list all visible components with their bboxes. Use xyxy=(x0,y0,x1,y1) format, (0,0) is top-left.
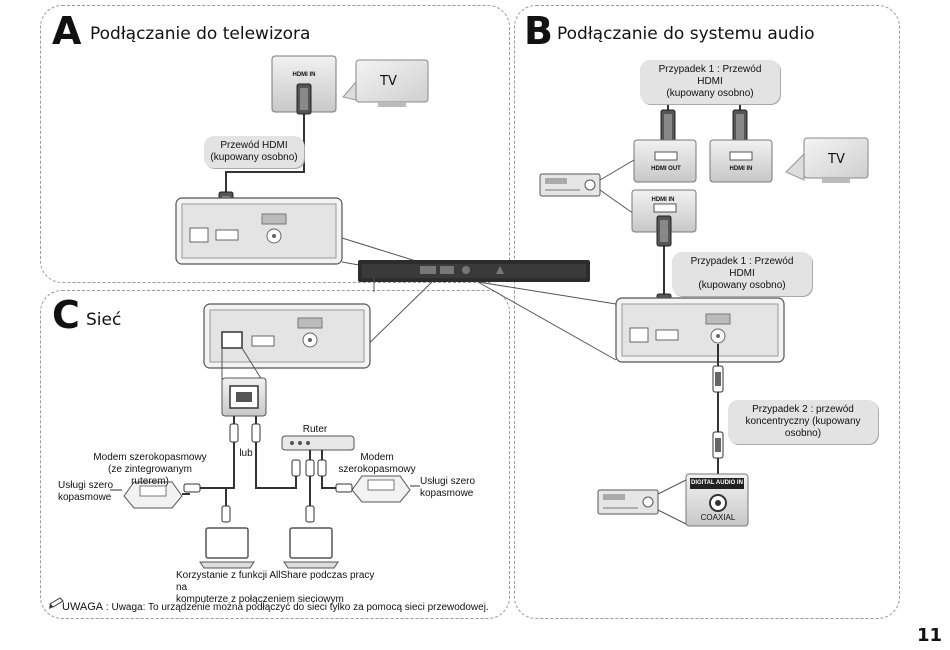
hdmi-plug-a-top xyxy=(296,83,312,115)
callout-case2: Przypadek 2 : przewód koncentryczny (kup… xyxy=(728,400,878,444)
coax-plug-top xyxy=(712,365,724,393)
section-b-letter: B xyxy=(524,9,553,53)
router-plug-2 xyxy=(305,459,315,477)
panel-c xyxy=(40,290,510,619)
lan-plug-2 xyxy=(251,423,261,443)
av-receiver-2-icon xyxy=(597,489,659,515)
tv-label-b: TV xyxy=(828,152,845,167)
router-label: Ruter xyxy=(302,424,328,435)
callout-case1-mid: Przypadek 1 : Przewód HDMI (kupowany oso… xyxy=(672,252,812,296)
router-plug-3 xyxy=(317,459,327,477)
allshare-label: Korzystanie z funkcji AllShare podczas p… xyxy=(176,570,375,605)
hdmi-out-label: HDMI OUT xyxy=(651,166,681,172)
section-a-title: Podłączanie do telewizora xyxy=(90,24,311,44)
coaxial-label: COAXIAL xyxy=(700,513,736,522)
router-icon xyxy=(281,435,355,451)
note-text: : Uwaga: To urządzenie można podłączyć d… xyxy=(103,602,489,613)
modem-left-lan-plug xyxy=(221,505,231,523)
bluray-player xyxy=(358,260,590,282)
tv-label-a: TV xyxy=(380,74,397,89)
laptop-left-icon xyxy=(199,527,255,569)
hdmi-plug-b2 xyxy=(732,109,748,147)
broadband-right-label: Usługi szero kopasmowe xyxy=(420,476,476,499)
tv-b-icon xyxy=(785,137,869,183)
note: UWAGA : Uwaga: To urządzenie można podłą… xyxy=(62,601,489,613)
callout-case1-top: Przypadek 1 : Przewód HDMI (kupowany oso… xyxy=(640,60,780,104)
hdmi-cable-a xyxy=(225,112,305,192)
receiver-hdmi-out-panel xyxy=(633,139,697,183)
hdmi-in-label-b-tv: HDMI IN xyxy=(729,166,753,172)
coax-plug-bottom xyxy=(712,431,724,459)
lan-plug-1 xyxy=(229,423,239,443)
tv-a-icon xyxy=(342,59,429,107)
digital-audio-in-label: DIGITAL AUDIO IN xyxy=(691,480,743,486)
modem-right-plug xyxy=(335,483,353,493)
panel-b xyxy=(514,5,900,619)
section-c-title: Sieć xyxy=(86,310,122,330)
broadband-left-label: Usługi szero kopasmowe xyxy=(58,480,114,503)
callout-hdmi-cable-a: Przewód HDMI (kupowany osobno) xyxy=(204,136,304,168)
tv-b-hdmi-in-panel xyxy=(709,139,773,183)
note-label: UWAGA xyxy=(62,601,104,613)
hdmi-plug-b3 xyxy=(656,215,672,247)
av-receiver-icon xyxy=(539,173,601,197)
section-b-title: Podłączanie do systemu audio xyxy=(557,24,815,44)
panel-a xyxy=(40,5,510,283)
hdmi-in-label-b-receiver: HDMI IN xyxy=(651,197,675,203)
or-label: lub xyxy=(239,448,253,459)
pencil-icon xyxy=(49,597,64,609)
router-plug-1 xyxy=(291,459,301,477)
router-plug-4 xyxy=(305,505,315,523)
modem-router-icon xyxy=(123,481,183,509)
modem-label: Modem szerokopasmowy xyxy=(338,452,416,475)
section-c-letter: C xyxy=(52,293,80,337)
page-number: 11 xyxy=(916,625,942,646)
laptop-right-icon xyxy=(283,527,339,569)
section-a-letter: A xyxy=(52,9,82,53)
modem-router-label: Modem szerokopasmowy (ze zintegrowanym r… xyxy=(93,452,207,487)
modem-icon xyxy=(351,475,411,503)
hdmi-in-label-a: HDMI IN xyxy=(292,72,316,78)
